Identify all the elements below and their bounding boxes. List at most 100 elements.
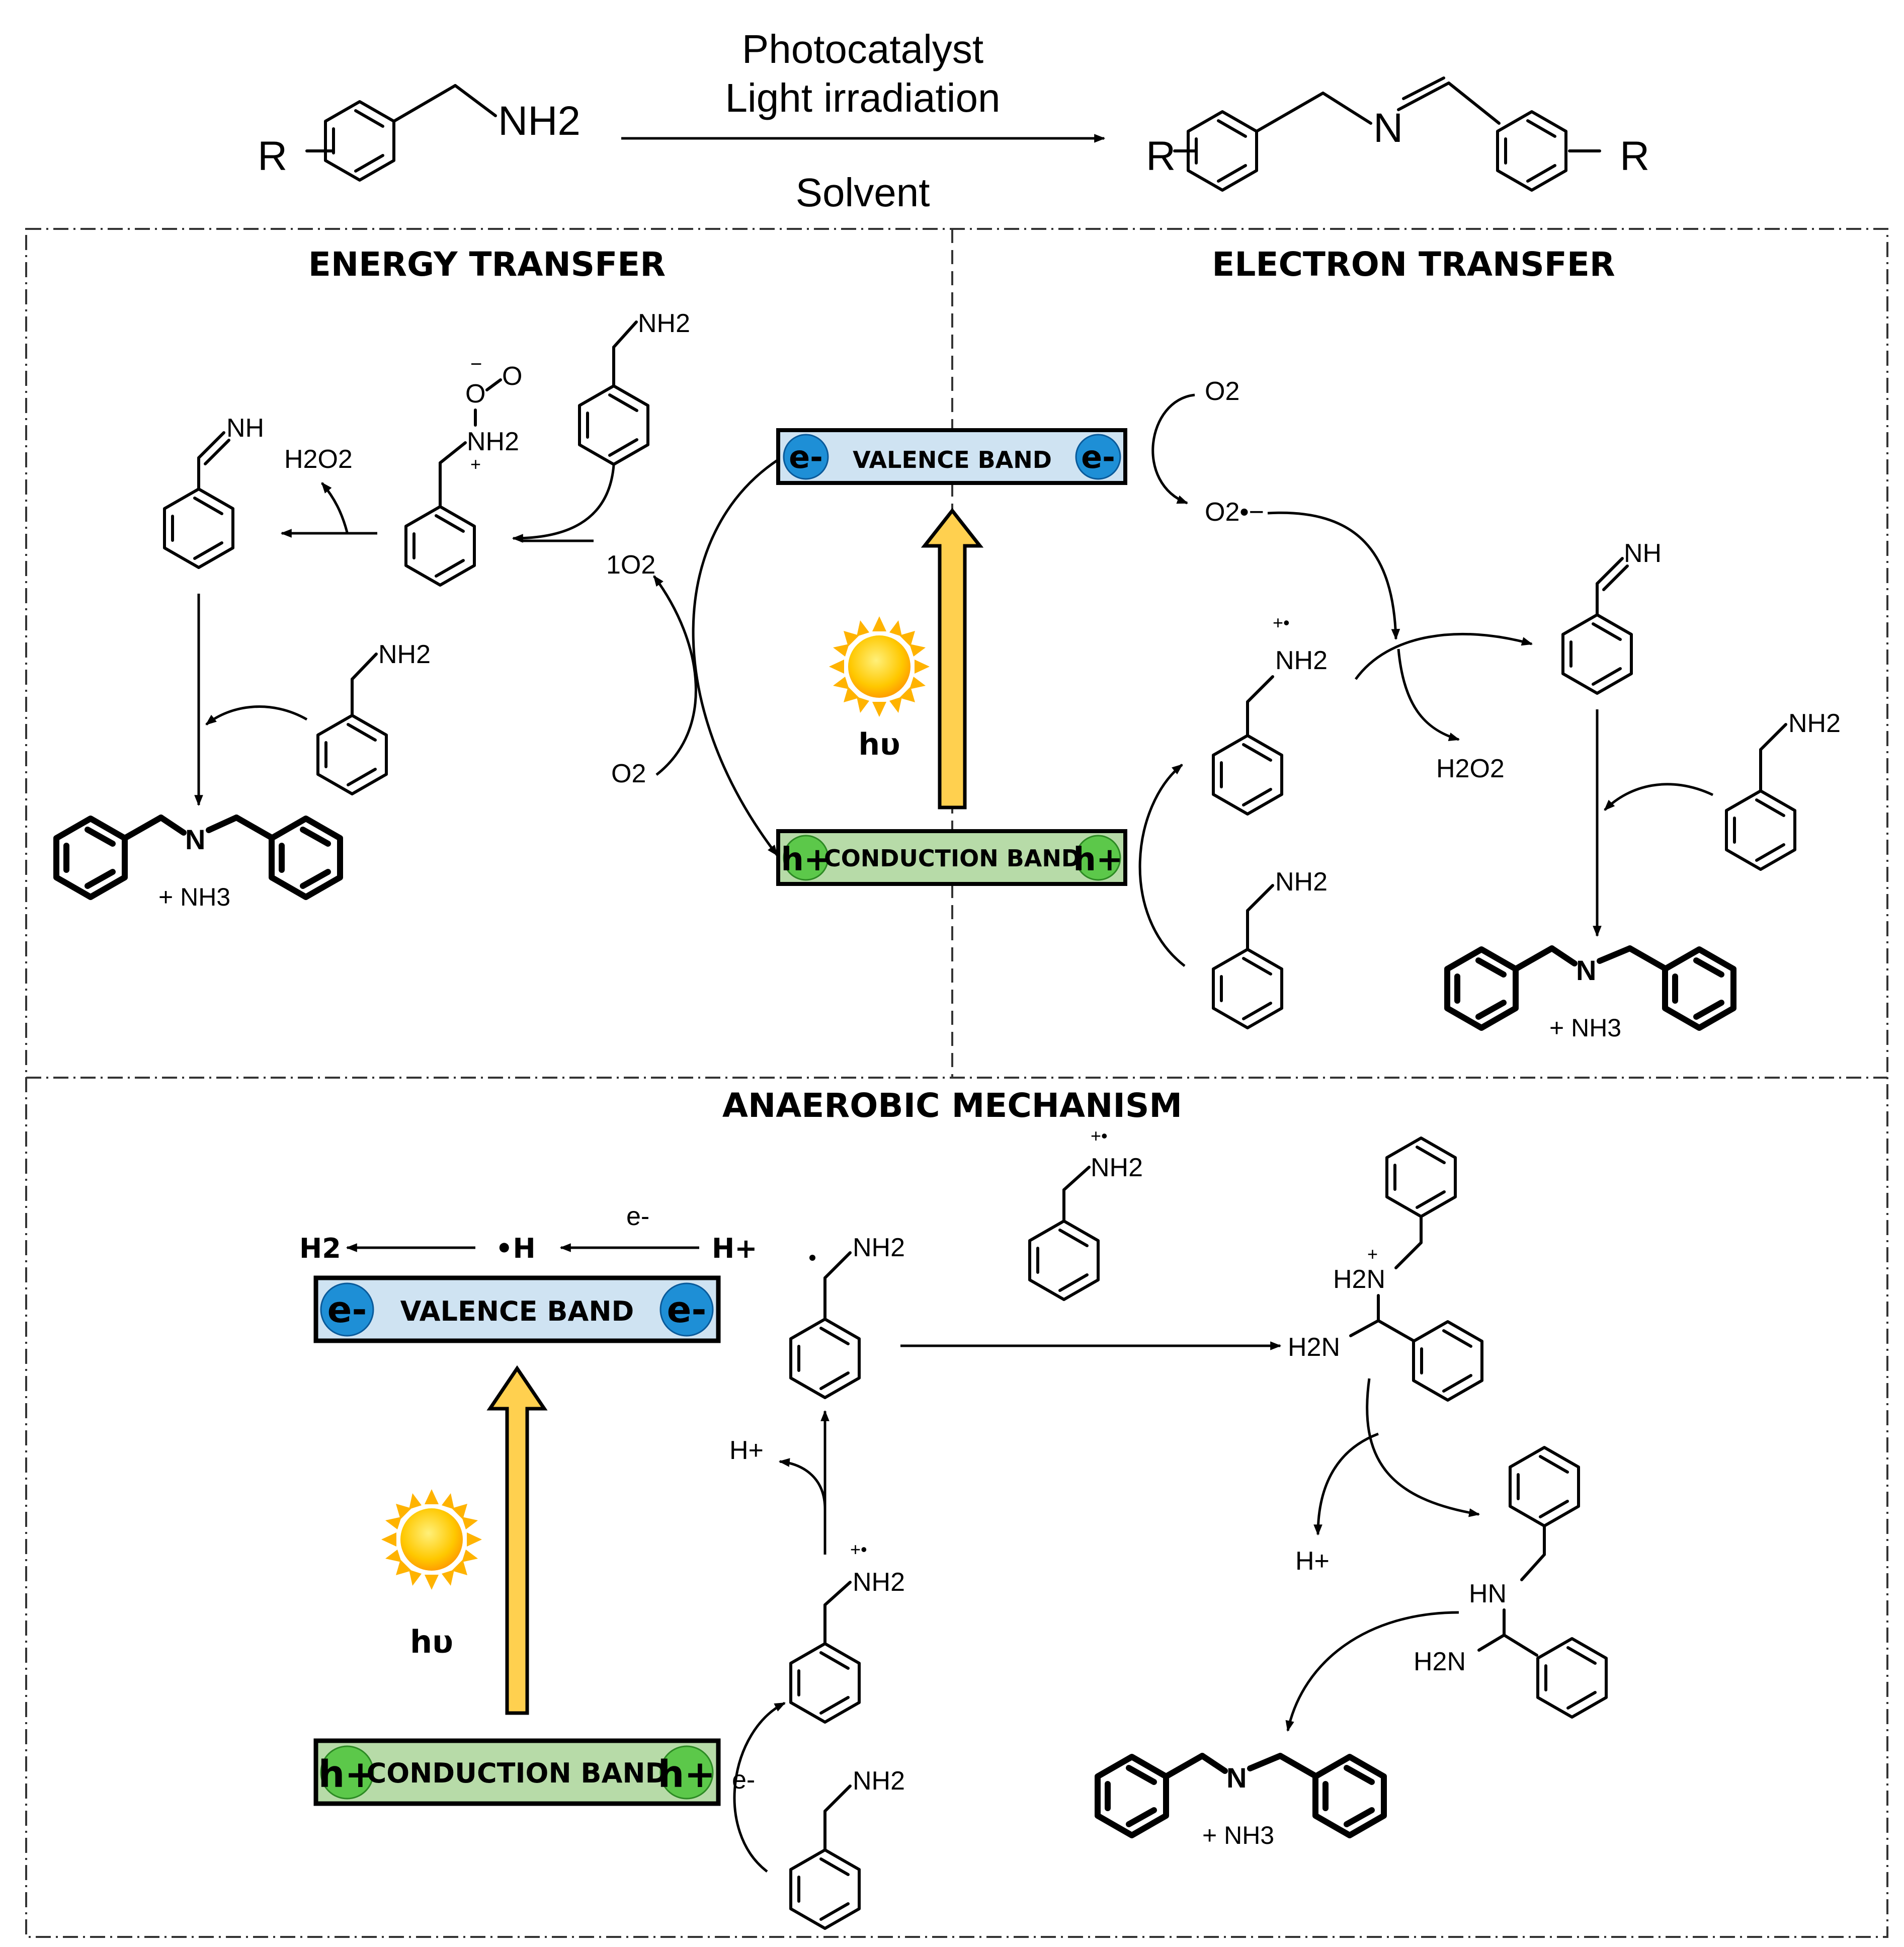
nh2-label: NH2 — [853, 1233, 905, 1262]
o2-label: O2 — [611, 759, 646, 788]
excitation-arrow — [486, 1365, 548, 1715]
vb-to-cb-arrow — [692, 459, 778, 856]
imine-n-label: N — [1576, 954, 1596, 986]
superoxide-label: O2•− — [1205, 498, 1264, 527]
superoxide-arrow — [1267, 511, 1400, 640]
amine-addition-arrow — [1604, 783, 1714, 811]
hole-label: h+ — [658, 1753, 716, 1796]
anaerobic-title: ANAEROBIC MECHANISM — [722, 1086, 1182, 1125]
upper-conduction-label: CONDUCTION BAND — [824, 845, 1081, 872]
reagent-photocatalyst: Photocatalyst — [742, 27, 983, 71]
nh3-byproduct: + NH3 — [1549, 1014, 1621, 1042]
hole-icon — [320, 1745, 374, 1800]
reactant-benzene-ring — [325, 102, 394, 180]
nh2-label: NH2 — [1275, 646, 1328, 675]
o2-label: O2 — [1205, 377, 1239, 406]
radical-cation-ring — [1213, 736, 1282, 814]
nh3-byproduct: + NH3 — [158, 883, 230, 911]
radical-cation-ring — [791, 1644, 859, 1722]
benzylamine-ring — [318, 715, 386, 794]
upper-photocatalyst: e- e- VALENCE BAND h+ h+ CONDUCTION BAND… — [776, 428, 1127, 886]
radical-dot — [809, 1255, 815, 1261]
electron-label: e- — [327, 1288, 367, 1331]
singlet-o2-label: 1O2 — [606, 550, 655, 580]
lower-conduction-band — [313, 1738, 721, 1806]
hn-label: HN — [1469, 1579, 1507, 1608]
product-r-right: R — [1620, 133, 1649, 179]
imine-ring — [1563, 615, 1631, 693]
light-label: hυ — [410, 1624, 453, 1660]
product-ring-left — [1098, 1757, 1166, 1835]
h-plus-label: H+ — [729, 1436, 764, 1465]
hole-icon — [659, 1745, 714, 1800]
nh2-label: NH2 — [1275, 867, 1328, 897]
o2-reduction-arrow — [1151, 393, 1195, 505]
upper-valence-label: VALENCE BAND — [853, 446, 1052, 473]
oxygen-label: O — [502, 362, 522, 391]
excitation-arrow — [921, 508, 984, 809]
hole-label: h+ — [1073, 841, 1123, 878]
to-imine-arrow — [1354, 632, 1533, 680]
h2o2-label: H2O2 — [284, 445, 353, 474]
nh-label: NH — [1624, 539, 1662, 568]
electron-icon — [783, 434, 829, 480]
electron-label: e- — [667, 1288, 707, 1331]
lower-valence-band — [313, 1275, 721, 1343]
nh-label: NH — [226, 414, 264, 443]
reagent-solvent: Solvent — [796, 170, 930, 215]
energy-transfer-title: ENERGY TRANSFER — [308, 245, 666, 284]
o-minus-charge: − — [470, 353, 482, 375]
electron-transfer-title: ELECTRON TRANSFER — [1212, 245, 1615, 284]
electron-text: e- — [626, 1202, 649, 1231]
electron-icon — [320, 1282, 374, 1337]
product-ring-right — [1665, 949, 1733, 1028]
aminal-ring-top — [1387, 1138, 1455, 1216]
aminal-arrow — [1366, 1378, 1480, 1517]
nh3-byproduct: + NH3 — [1202, 1821, 1274, 1849]
h-plus-label: H+ — [1295, 1547, 1330, 1576]
nh2-label: NH2 — [1788, 709, 1841, 738]
benzylamine-ring — [1213, 949, 1282, 1028]
sun-icon — [829, 616, 930, 717]
hole-icon — [783, 835, 829, 881]
product-imine-n: N — [1373, 105, 1403, 151]
imine-ring — [164, 489, 233, 567]
nh2-label: NH2 — [1091, 1153, 1143, 1182]
amine-attack-arrow — [512, 465, 615, 543]
proton-release-arrow — [778, 1458, 826, 1510]
nh2-label: NH2 — [467, 427, 519, 456]
hole-oxidation-arrow — [1138, 764, 1186, 967]
lower-valence-label: VALENCE BAND — [400, 1295, 634, 1327]
upper-conduction-band — [776, 829, 1127, 886]
nh2-label: NH2 — [638, 309, 690, 338]
reagent-light: Light irradiation — [725, 75, 1001, 120]
h2o2-formation-arrow — [1397, 648, 1460, 742]
aminal-ring-bottom — [1414, 1322, 1482, 1400]
hole-label: h+ — [781, 841, 831, 878]
product-ring-left — [1447, 949, 1516, 1028]
radical-cation-ring — [1030, 1221, 1098, 1300]
h2n-label: H2N — [1288, 1333, 1340, 1362]
nh2-label: NH2 — [378, 640, 431, 669]
imine-n-label: N — [185, 824, 205, 855]
h2n-label: H2N — [1414, 1647, 1466, 1676]
anaerobic-panel: e- e- VALENCE BAND h+ h+ CONDUCTION BAND… — [299, 1125, 1606, 1928]
radical-cation-mark: +• — [1091, 1125, 1108, 1146]
mechanism-frame — [25, 228, 1888, 1938]
sun-icon — [381, 1489, 482, 1590]
h-radical-label: •H — [495, 1233, 536, 1264]
energy-transfer-panel: O2 1O2 NH2 NH2 + O − O H2O2 NH NH2 — [56, 309, 778, 911]
upper-valence-band — [776, 428, 1127, 485]
plus-charge: + — [1367, 1244, 1378, 1264]
product-ring-right — [1315, 1757, 1384, 1835]
product-benzene-left — [1188, 112, 1257, 190]
radical-cation-mark: +• — [1273, 612, 1290, 633]
hole-icon — [1075, 835, 1121, 881]
electron-icon — [1075, 434, 1121, 480]
electron-label: e- — [789, 439, 823, 475]
aminal-ring-top — [1510, 1447, 1579, 1526]
electron-icon — [659, 1282, 714, 1337]
electron-transfer-panel: O2 O2•− H2O2 NH2 +• NH NH2 NH2 — [1138, 377, 1841, 1042]
h2o2-release-arrow — [321, 482, 349, 533]
h-plus-label: H+ — [712, 1233, 757, 1264]
